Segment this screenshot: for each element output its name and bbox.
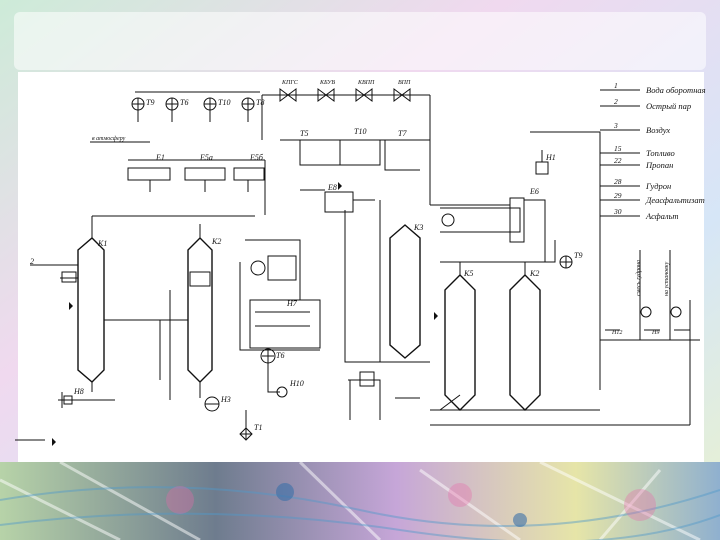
label-K1: K1 [97,239,107,248]
legend-number: 22 [614,156,622,165]
diagram-sheet [18,72,704,462]
separator-E8 [300,189,375,213]
column-K2 [187,224,213,398]
column-K2-right [509,262,541,411]
legend: 1 Вода оборотная 2 Острый пар 3 Воздух 15 Топли… [600,81,706,221]
label-T8: T8 [256,98,264,107]
left-feed-piping [30,264,211,400]
label-H12: H12 [611,330,622,336]
column-K1 [77,215,255,392]
legend-number: 29 [614,191,622,200]
middle-furnace-block [239,239,321,398]
legend-number: 3 [613,121,618,130]
label-stream-right-2: на установку [664,261,670,296]
legend-label: Деасфальтизат [645,195,705,205]
label-s-vg: ВПП [398,80,411,86]
pump-H8 [58,392,115,408]
upper-exchangers [264,139,430,215]
legend-label: Вода оборотная [646,85,706,95]
right-top-piping [430,131,690,426]
legend-number: 15 [614,144,622,153]
label-s-kvpp: КВПП [357,80,375,86]
drum-row-left [127,159,265,192]
label-H10: H10 [289,379,304,388]
label-T1: T1 [254,423,262,432]
legend-number: 30 [613,207,622,216]
label-feed-2: 2 [30,257,34,266]
label-T6: T6 [180,98,188,107]
legend-label: Гудрон [645,181,671,191]
legend-number: 1 [614,81,618,90]
label-K5: K5 [463,269,473,278]
label-E5b: E5б [249,153,264,162]
label-E6: E6 [529,187,539,196]
label-K3: K3 [413,223,423,232]
label-E1: E1 [155,153,165,162]
top-header-line [261,94,431,205]
label-E5a: E5a [199,153,213,162]
column-K5-left [444,262,476,411]
label-T10-top: T10 [354,127,366,136]
label-H3: H3 [220,395,231,404]
cooler-bank-top-left [131,91,260,122]
legend-label: Острый пар [646,101,691,111]
title-banner [14,12,706,70]
label-to-atmosphere: в атмосферу [92,135,126,142]
label-K2: K2 [211,237,221,246]
legend-number: 2 [614,97,618,106]
right-vertical-lines [599,250,700,425]
label-H8: H8 [73,387,84,396]
label-H1: H1 [545,153,556,162]
valve-T1 [239,410,253,441]
flow-arrows [52,182,438,446]
legend-label: Воздух [646,125,670,135]
legend-label: Асфальт [645,211,679,221]
cooler-right [559,255,573,269]
label-T6-mid: T6 [276,351,284,360]
separator-E6 [440,197,546,262]
label-stream-right-1: смесь гудрона [635,260,642,296]
label-E8: E8 [327,183,337,192]
label-T9: T9 [146,98,154,107]
column-K3 [344,200,430,363]
label-K2-right: K2 [529,269,539,278]
legend-number: 28 [614,177,622,186]
label-H9: H9 [651,330,659,336]
label-T10: T10 [218,98,230,107]
legend-label: Пропан [645,160,673,170]
label-T5: T5 [300,129,308,138]
label-s-kbuv: КБУВ [319,80,335,86]
label-H7: H7 [286,299,298,308]
pump-bottom-middle [348,371,420,420]
label-T7: T7 [398,129,407,138]
legend-label: Топливо [646,148,675,158]
pump-H3 [204,396,220,412]
top-valve-icons [279,88,411,102]
label-s-kpgs: КПГС [281,80,299,86]
label-T9-right: T9 [574,251,582,260]
